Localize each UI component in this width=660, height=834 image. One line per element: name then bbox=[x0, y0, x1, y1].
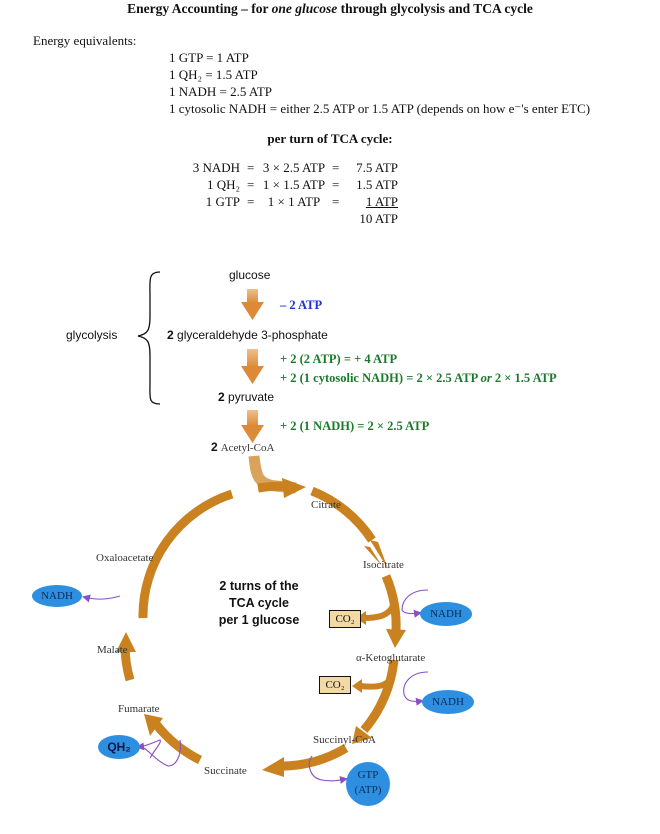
per-turn-total: 10 ATP bbox=[359, 211, 398, 226]
metabolite-succinyl-coa: Succinyl-CoA bbox=[313, 734, 376, 746]
page-title: Energy Accounting – for one glucose thro… bbox=[0, 1, 660, 17]
metabolite-malate: Malate bbox=[97, 644, 128, 656]
metabolite-ketoglutarate: α-Ketoglutarate bbox=[356, 652, 426, 664]
title-emphasis: one glucose bbox=[271, 1, 338, 16]
tca-cycle-ring bbox=[120, 481, 401, 771]
tca-center-line-1: 2 turns of the bbox=[219, 579, 299, 593]
step2-energy-atp: + 2 (2 ATP) = + 4 ATP bbox=[280, 352, 398, 366]
per-turn-calc: 3 × 2.5 ATP bbox=[262, 160, 326, 175]
gtp-label: GTP bbox=[357, 769, 379, 781]
g3p-count: 2 bbox=[167, 328, 174, 342]
step2-or: or bbox=[480, 371, 492, 385]
step2-nadh-b: 2 × 1.5 ATP bbox=[491, 371, 557, 385]
per-turn-left: 1 QH₂ bbox=[206, 177, 240, 192]
per-turn-result: 7.5 ATP bbox=[356, 160, 398, 175]
tca-center-line-2: TCA cycle bbox=[229, 596, 289, 610]
gtp-atp-label: (ATP) bbox=[354, 784, 382, 796]
glycolysis-label: glycolysis bbox=[66, 328, 118, 342]
tca-ring-arrowheads bbox=[116, 478, 406, 777]
nadh-badge-isocitrate: NADH bbox=[420, 602, 472, 626]
step1-energy: – 2 ATP bbox=[280, 298, 323, 312]
metabolite-citrate: Citrate bbox=[311, 499, 341, 511]
glycolysis-brace bbox=[137, 271, 161, 405]
per-turn-eq2: = bbox=[332, 194, 340, 209]
step3-energy: + 2 (1 NADH) = 2 × 2.5 ATP bbox=[280, 419, 430, 433]
tca-center-label: 2 turns of the TCA cycle per 1 glucose bbox=[196, 578, 322, 629]
g3p-label: 2 glyceraldehyde 3-phosphate bbox=[167, 328, 328, 342]
title-prefix: Energy Accounting – for bbox=[127, 1, 272, 16]
per-turn-result: 1.5 ATP bbox=[356, 177, 398, 192]
co2-branch-1 bbox=[363, 604, 396, 621]
pyruvate-label: 2 pyruvate bbox=[218, 390, 274, 404]
per-turn-eq2: = bbox=[332, 177, 340, 192]
per-turn-calc: 1 × 1 ATP bbox=[267, 194, 321, 209]
per-turn-eq: = bbox=[247, 177, 255, 192]
step2-energy-nadh: + 2 (1 cytosolic NADH) = 2 × 2.5 ATP or … bbox=[280, 371, 557, 386]
equivalent-nadh: 1 NADH = 2.5 ATP bbox=[169, 84, 273, 99]
equivalent-qh2: 1 QH₂ = 1.5 ATP bbox=[169, 67, 258, 82]
metabolite-oxaloacetate: Oxaloacetate bbox=[96, 552, 154, 564]
down-arrow-2 bbox=[241, 349, 264, 384]
co2-box-1: CO₂ bbox=[329, 610, 361, 628]
metabolite-succinate: Succinate bbox=[204, 765, 247, 777]
qh2-badge: QH₂ bbox=[98, 735, 140, 759]
acetyl-name: Acetyl-CoA bbox=[220, 442, 275, 454]
gtp-badge: GTP (ATP) bbox=[346, 762, 390, 806]
metabolite-fumarate: Fumarate bbox=[118, 703, 160, 715]
equivalent-cytosolic-nadh: 1 cytosolic NADH = either 2.5 ATP or 1.5… bbox=[169, 101, 591, 116]
metabolite-isocitrate: Isocitrate bbox=[363, 559, 404, 571]
step2-nadh-a: + 2 (1 cytosolic NADH) = 2 × 2.5 ATP bbox=[280, 371, 481, 385]
per-turn-left: 3 NADH bbox=[192, 160, 240, 175]
nadh-badge-malate: NADH bbox=[32, 585, 82, 607]
equivalents-heading: Energy equivalents: bbox=[33, 33, 137, 48]
pyruvate-count: 2 bbox=[218, 390, 225, 404]
glucose-label: glucose bbox=[229, 268, 271, 282]
down-arrow-3 bbox=[241, 410, 264, 443]
g3p-name: glyceraldehyde 3-phosphate bbox=[177, 328, 328, 342]
nadh-badge-ketoglutarate: NADH bbox=[422, 690, 474, 714]
per-turn-left: 1 GTP bbox=[205, 194, 240, 209]
down-arrow-1 bbox=[241, 289, 264, 320]
tca-center-line-3: per 1 glucose bbox=[218, 613, 300, 627]
co2-box-2: CO₂ bbox=[319, 676, 351, 694]
per-turn-calc: 1 × 1.5 ATP bbox=[262, 177, 326, 192]
title-suffix: through glycolysis and TCA cycle bbox=[337, 1, 533, 16]
per-turn-eq: = bbox=[247, 160, 255, 175]
per-turn-heading: per turn of TCA cycle: bbox=[267, 131, 393, 146]
per-turn-eq2: = bbox=[332, 160, 340, 175]
acetyl-count: 2 bbox=[211, 440, 218, 454]
per-turn-result: 1 ATP bbox=[365, 194, 398, 209]
per-turn-eq: = bbox=[247, 194, 255, 209]
acetyl-coa-label: 2 Acetyl-CoA bbox=[211, 440, 274, 455]
equivalent-gtp: 1 GTP = 1 ATP bbox=[169, 50, 249, 65]
co2-branch-2 bbox=[359, 674, 395, 690]
pyruvate-name: pyruvate bbox=[228, 390, 275, 404]
electron-pointer-arrows bbox=[82, 589, 429, 784]
